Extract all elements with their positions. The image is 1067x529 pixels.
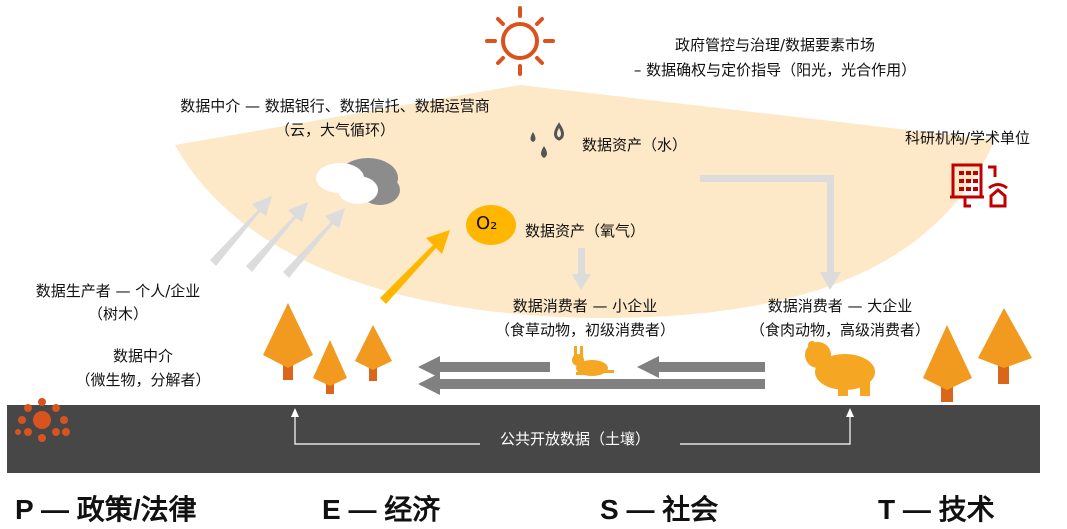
producer-label: 数据生产者 — 个人/企业: [35, 282, 201, 300]
tree-icon: [263, 303, 313, 380]
water-asset-label: 数据资产（水）: [582, 136, 688, 154]
small-consumer-sublabel: （食草动物，初级消费者）: [494, 321, 676, 339]
research-building-icon: [950, 163, 1008, 208]
photosynthesis-arrow: [380, 230, 450, 304]
oxygen-asset-label: 数据资产（氧气）: [525, 222, 646, 240]
tree-icon: [355, 325, 392, 381]
tree-icon: [923, 325, 972, 402]
decomposer-label: 数据中介: [112, 347, 174, 365]
sunlight-wedge: [175, 85, 995, 318]
cloud-intermediary-text: 数据中介 — 数据银行、数据信托、数据运营商: [180, 97, 490, 115]
small-consumer-label: 数据消费者 — 小企业: [512, 297, 658, 315]
government-text: 政府管控与治理/数据要素市场: [674, 36, 876, 54]
government-subtext: – 数据确权与定价指导（阳光，光合作用）: [633, 61, 917, 79]
consumption-arrows: [418, 356, 765, 395]
oxygen-icon: [466, 205, 516, 245]
decomposer-sublabel: （微生物，分解者）: [75, 371, 211, 389]
water-drops-icon: [530, 122, 564, 158]
oxygen-down-arrow: [572, 248, 591, 290]
research-building-windows: [959, 171, 978, 191]
pest-policy: P — 政策/法律: [15, 494, 197, 525]
tree-icon: [313, 340, 347, 394]
pest-technology: T — 技术: [878, 494, 995, 525]
research-label: 科研机构/学术单位: [905, 129, 1031, 147]
water-flow-arrow: [700, 175, 841, 290]
tree-icon: [978, 308, 1032, 384]
tree-icons: [263, 303, 1032, 402]
bear-icon: [805, 341, 875, 396]
pest-economy: E — 经济: [322, 494, 441, 525]
microbe-icon: [15, 398, 70, 442]
soil-feedback-arrows: [294, 416, 851, 445]
evaporation-arrows: [210, 196, 345, 278]
cloud-intermediary-subtext: （云，大气循环）: [274, 121, 396, 139]
pest-society: S — 社会: [600, 494, 719, 525]
large-consumer-label: 数据消费者 — 大企业: [767, 297, 913, 315]
producer-sublabel: （树木）: [87, 305, 149, 323]
soil-arrow-head: [846, 408, 854, 417]
oxygen-symbol: O₂: [476, 213, 498, 234]
cloud-icon: [316, 158, 400, 205]
rabbit-icon: [572, 346, 614, 376]
soil-arrow-head: [291, 408, 299, 417]
large-consumer-sublabel: （食肉动物，高级消费者）: [749, 321, 931, 339]
soil-label: 公共开放数据（土壤）: [491, 428, 659, 449]
sun-icon: [485, 6, 555, 76]
